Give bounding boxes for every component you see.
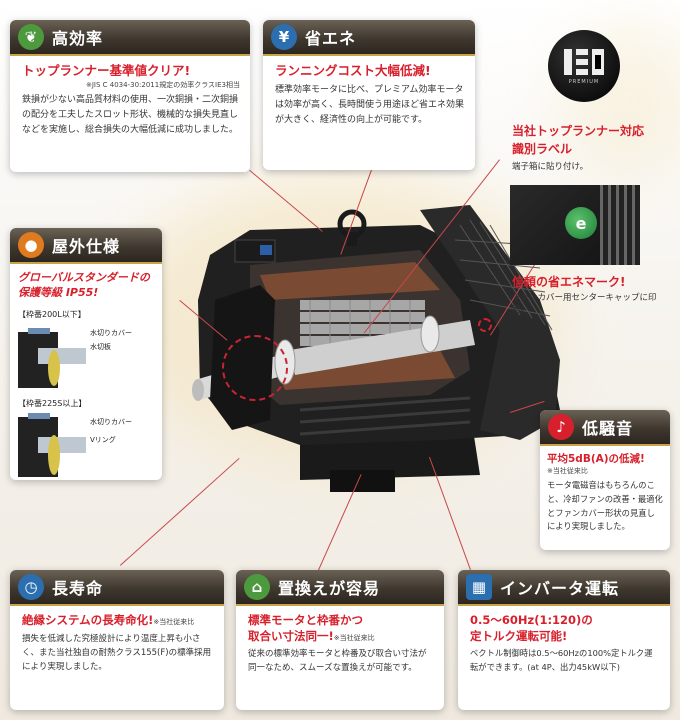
card-title: 置換えが容易 (278, 579, 381, 598)
card-header: ● 屋外仕様 (10, 228, 162, 264)
sensor-highlight (478, 318, 492, 332)
frame1-heading: 【枠番200L以下】 (18, 309, 86, 319)
card-lead-2: 保護等級 IP55! (18, 285, 99, 299)
card-title: 省エネ (305, 29, 357, 48)
inverter-icon: ▦ (466, 574, 492, 600)
energy-mark-icon: e (565, 207, 597, 239)
leaf-icon: ❦ (18, 24, 44, 50)
card-lead: 平均5dB(A)の低減! (547, 453, 645, 465)
card-title: インバータ運転 (500, 579, 620, 598)
sound-icon: ♪ (548, 414, 574, 440)
noise-card: ♪ 低騒音 平均5dB(A)の低減! ※当社従来比 モータ電磁音はもちろんのこと… (540, 410, 670, 550)
life-card: ◷ 長寿命 絶縁システムの長寿命化!※当社従来比 損失を低減した究極設計により温… (10, 570, 224, 710)
clock-icon: ◷ (18, 574, 44, 600)
card-text: ベクトル制御時は0.5〜60Hzの100%定トルク運転ができます。(at 4P、… (470, 648, 653, 672)
card-header: ◷ 長寿命 (10, 570, 224, 606)
efficiency-card: ❦ 高効率 トップランナー基準値クリア! ※JIS C 4034-30:2011… (10, 20, 250, 172)
card-header: ♪ 低騒音 (540, 410, 670, 446)
label-panel: PREMIUM 当社トップランナー対応 識別ラベル 端子箱に貼り付け。 (500, 20, 670, 180)
card-text: 従来の標準効率モータと枠番及び取合い寸法が同一なため、スムーズな置換えが可能です… (248, 649, 427, 674)
card-lead-2: 取合い寸法同一!※当社従来比 (248, 628, 375, 643)
card-title: 長寿命 (52, 579, 104, 598)
seal-label: 水切りカバー (90, 328, 132, 337)
card-lead-1: 標準モータと枠番かつ (248, 613, 363, 627)
seal-label: Vリング (90, 435, 116, 444)
mark-lead: 信頼の省エネマーク! (512, 275, 626, 289)
premium-badge: PREMIUM (548, 30, 620, 102)
fan-cover-photo: e (510, 185, 640, 265)
card-text: 標準効率モータに比べ、プレミアム効率モータは効率が高く、長時間使う用途ほど省エネ… (275, 84, 465, 125)
outdoor-card: ● 屋外仕様 グローバルスタンダードの 保護等級 IP55! 【枠番200L以下… (10, 228, 162, 480)
card-header: ⌂ 置換えが容易 (236, 570, 444, 606)
replace-card: ⌂ 置換えが容易 標準モータと枠番かつ 取合い寸法同一!※当社従来比 従来の標準… (236, 570, 444, 710)
card-lead-2: 定トルク運転可能! (470, 628, 568, 643)
card-header: ¥ 省エネ (263, 20, 475, 56)
card-lead: トップランナー基準値クリア! (22, 63, 191, 78)
card-header: ❦ 高効率 (10, 20, 250, 56)
card-note: ※当社従来比 (547, 467, 588, 476)
card-text: 鉄損が少ない高品質材料の使用、一次銅損・二次銅損の配分を工夫したスロット形状、機… (22, 94, 239, 135)
seal-diagram-2: 水切りカバー Vリング (18, 411, 154, 480)
card-text: 損失を低減した究極設計により温度上昇も小さく、また当社独自の耐熱クラス155(F… (22, 633, 212, 672)
card-lead-1: 0.5〜60Hz(1:120)の (470, 613, 593, 627)
card-lead: ランニングコスト大幅低減! (275, 63, 431, 78)
water-drop-icon: ● (18, 232, 44, 258)
card-lead: 絶縁システムの長寿命化!※当社従来比 (22, 613, 195, 627)
bearing-highlight (222, 335, 288, 401)
card-note: ※当社従来比 (153, 618, 195, 626)
ie3-logo-icon (564, 49, 604, 75)
seal-label: 水切板 (90, 342, 111, 351)
seal-diagram-1: 水切りカバー 水切板 (18, 322, 154, 394)
mark-sub: ファンカバー用センターキャップに印刷。 (512, 293, 657, 315)
label-lead-1: 当社トップランナー対応 (512, 124, 645, 138)
seal-label: 水切りカバー (90, 417, 132, 426)
card-text: モータ電磁音はもちろんのこと、冷却ファンの改善・最適化とファンカバー形状の見直し… (547, 480, 663, 532)
energy-card: ¥ 省エネ ランニングコスト大幅低減! 標準効率モータに比べ、プレミアム効率モー… (263, 20, 475, 170)
badge-text: PREMIUM (568, 79, 600, 85)
label-lead-2: 識別ラベル (512, 142, 573, 156)
card-note: ※JIS C 4034-30:2011規定の効率クラスIE3相当 (86, 80, 240, 89)
card-lead-1: グローバルスタンダードの (18, 271, 150, 284)
house-icon: ⌂ (244, 574, 270, 600)
label-sub: 端子箱に貼り付け。 (512, 162, 589, 172)
card-title: 低騒音 (582, 419, 634, 438)
card-title: 屋外仕様 (52, 237, 121, 256)
card-note: ※当社従来比 (333, 633, 375, 642)
card-header: ▦ インバータ運転 (458, 570, 670, 606)
mark-panel: e 信頼の省エネマーク! ファンカバー用センターキャップに印刷。 (498, 183, 670, 315)
card-title: 高効率 (52, 29, 104, 48)
inverter-card: ▦ インバータ運転 0.5〜60Hz(1:120)の 定トルク運転可能! ベクト… (458, 570, 670, 710)
frame2-heading: 【枠番225S以上】 (18, 398, 87, 408)
yen-icon: ¥ (271, 24, 297, 50)
